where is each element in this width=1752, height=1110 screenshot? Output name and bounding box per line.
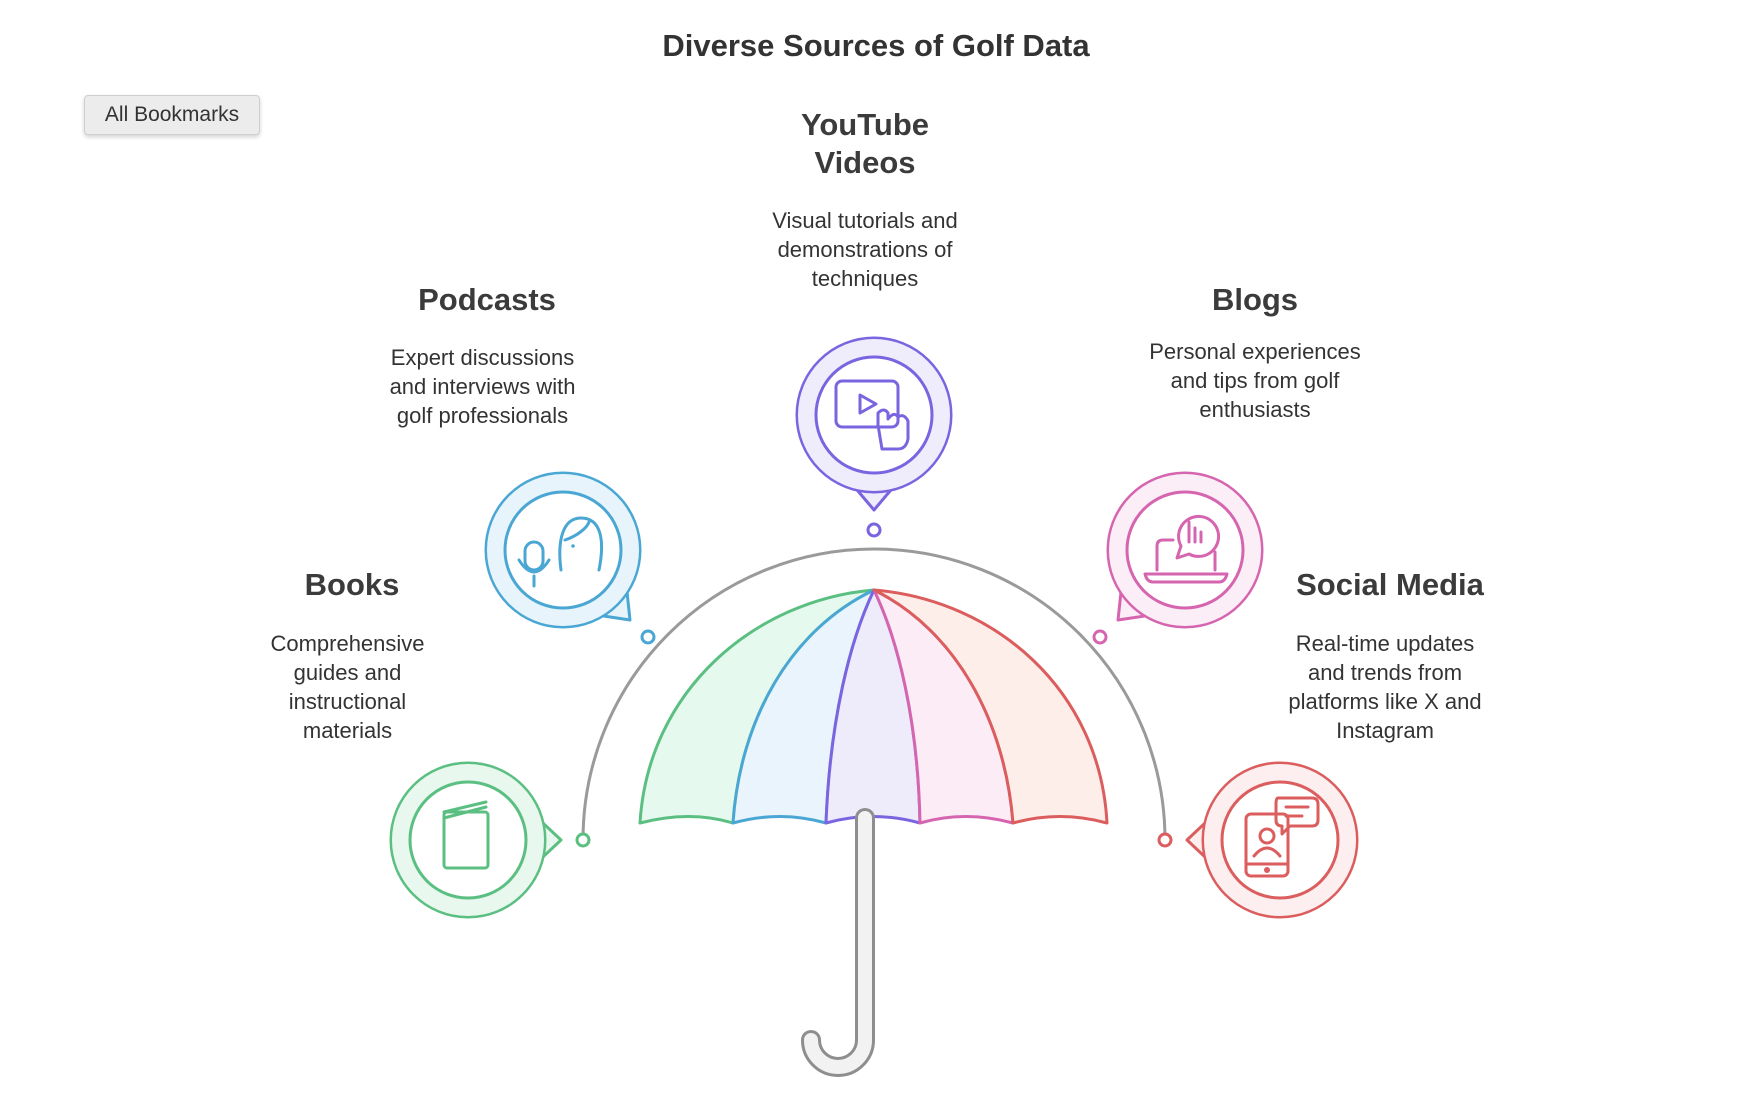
diagram-title: Diverse Sources of Golf Data [662,28,1090,63]
connector-dot-books [575,832,591,848]
heading-social-media: Social Media [1296,567,1484,602]
umbrella-canopy [638,588,1109,825]
description-youtube: Visual tutorials and demonstrations of t… [772,208,958,291]
book-icon [442,800,490,870]
badge-podcasts [484,471,642,629]
connector-dot-social [1157,832,1173,848]
umbrella-handle [801,808,875,1077]
description-books: Comprehensive guides and instructional m… [270,631,425,743]
description-podcasts: Expert discussions and interviews with g… [389,345,576,428]
badge-youtube [795,336,953,512]
connector-dot-youtube [866,522,882,538]
connector-dot-podcasts [640,629,656,645]
phone-profile-chat-icon [1244,796,1320,878]
description-social-media: Real-time updates and trends from platfo… [1288,631,1482,743]
badge-social [1185,761,1359,919]
podcast-microphone-person-icon [517,516,603,588]
laptop-chat-icon [1143,514,1229,584]
heading-blogs: Blogs [1211,282,1299,317]
connector-arc [581,547,1167,841]
heading-youtube: YouTube Videos [801,107,929,180]
badge-books [389,761,563,919]
heading-books: Books [304,567,400,602]
canopy-panel-social [872,588,1109,825]
all-bookmarks-button[interactable]: All Bookmarks [84,95,260,135]
badge-blogs [1106,471,1264,629]
heading-podcasts: Podcasts [418,282,556,317]
video-play-hand-icon [834,379,910,451]
description-blogs: Personal experiences and tips from golf … [1149,339,1361,422]
connector-dot-blogs [1092,629,1108,645]
